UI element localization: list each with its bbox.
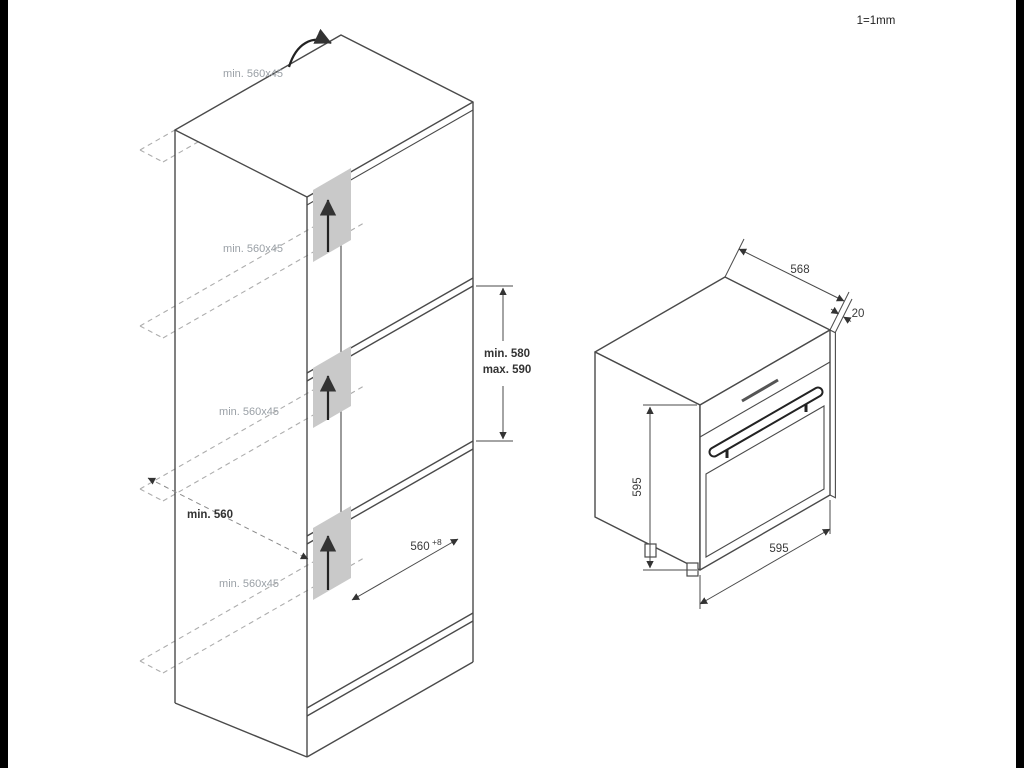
- oven-display: [741, 378, 779, 403]
- airflow-top-curved-arrow: [287, 28, 332, 68]
- oven-depth-dimension: 568: [724, 238, 850, 331]
- oven-protrusion-label: 20: [852, 308, 865, 320]
- cutout-label-lower: min. 560x45: [219, 578, 279, 590]
- oven-unit-diagram: 568 20 595 595: [594, 238, 865, 609]
- niche-width-label: 560: [410, 541, 429, 553]
- oven-width-label: 595: [769, 543, 788, 555]
- cabinet-depth-dimension: min. 560: [147, 477, 309, 560]
- vent-strip: [313, 346, 351, 428]
- oven-height-dimension: 595: [632, 404, 697, 571]
- right-letterbox-bar: [1016, 0, 1024, 768]
- oven-depth-label: 568: [790, 264, 809, 276]
- cabinet-shelves: [306, 277, 474, 717]
- niche-height-min-label: min. 580: [484, 348, 530, 360]
- niche-width-tolerance-label: +8: [432, 537, 442, 547]
- cutout-label-middle: min. 560x45: [219, 406, 279, 418]
- oven-protrusion-dimension: 20: [830, 298, 865, 334]
- left-letterbox-bar: [0, 0, 8, 768]
- niche-height-max-label: max. 590: [483, 364, 532, 376]
- oven-width-dimension: 595: [699, 500, 831, 609]
- niche-height-dimension: min. 580 max. 590: [476, 285, 532, 442]
- cabinet-column-diagram: min. 560x45 min. 560x45 min. 560x45 min.…: [139, 28, 532, 758]
- oven-body: [594, 276, 836, 571]
- vent-strip: [313, 506, 351, 600]
- scale-note: 1=1mm: [857, 15, 896, 27]
- cabinet-depth-label: min. 560: [187, 509, 233, 521]
- oven-handle: [708, 386, 824, 458]
- niche-width-dimension: 560 +8: [351, 537, 459, 601]
- vent-strips: [287, 28, 351, 600]
- cutout-label-upper: min. 560x45: [223, 243, 283, 255]
- cutout-label-top: min. 560x45: [223, 68, 283, 80]
- oven-height-label: 595: [632, 477, 644, 496]
- cabinet-body: [174, 34, 474, 758]
